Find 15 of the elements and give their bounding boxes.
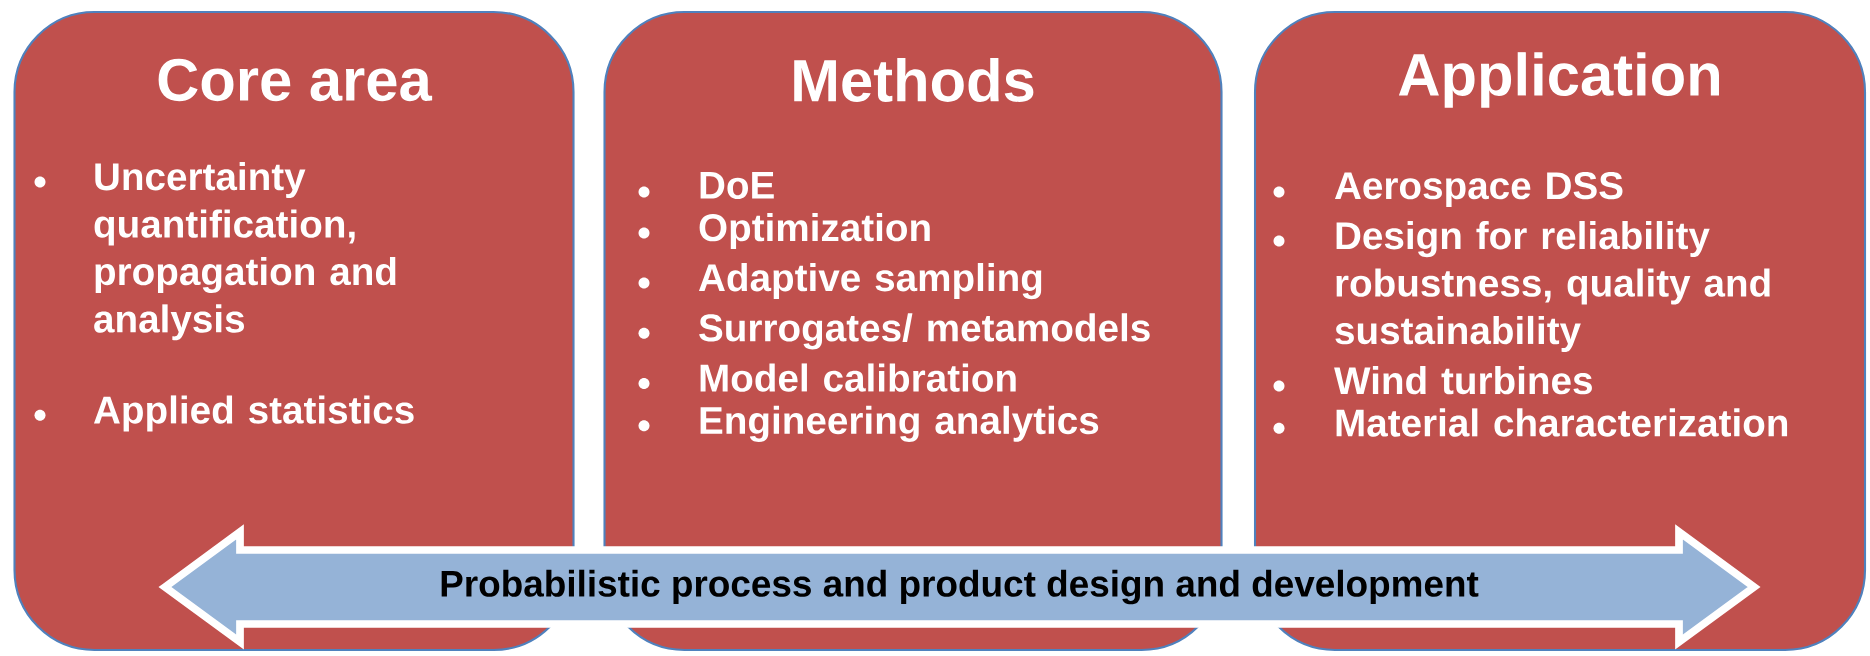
bullet-item: Surrogates/ metamodels [699, 313, 1150, 350]
bullet-item: Engineering analytics [700, 405, 1099, 443]
bullet-item: Wind turbines [1334, 365, 1592, 395]
bullet-item: Material characterization [1336, 408, 1788, 437]
bullet-item: Applied statistics [93, 395, 414, 432]
bullet-item: Uncertainty quantification, propagation and analysis [94, 162, 396, 341]
bullet-item: Design for reliability robustness, quality and sustainability [1335, 221, 1770, 352]
panel-title: Application [1398, 52, 1719, 108]
panel-title: Methods [794, 58, 1034, 102]
bullet-item: DoE [700, 172, 774, 199]
panel-title: Core area [158, 58, 433, 102]
bullet-item: Adaptive sampling [698, 263, 1042, 300]
bullet-item: Model calibration [700, 363, 1016, 392]
bullet-item: Optimization [699, 213, 930, 249]
bullet-item: Aerospace DSS [1334, 172, 1623, 207]
